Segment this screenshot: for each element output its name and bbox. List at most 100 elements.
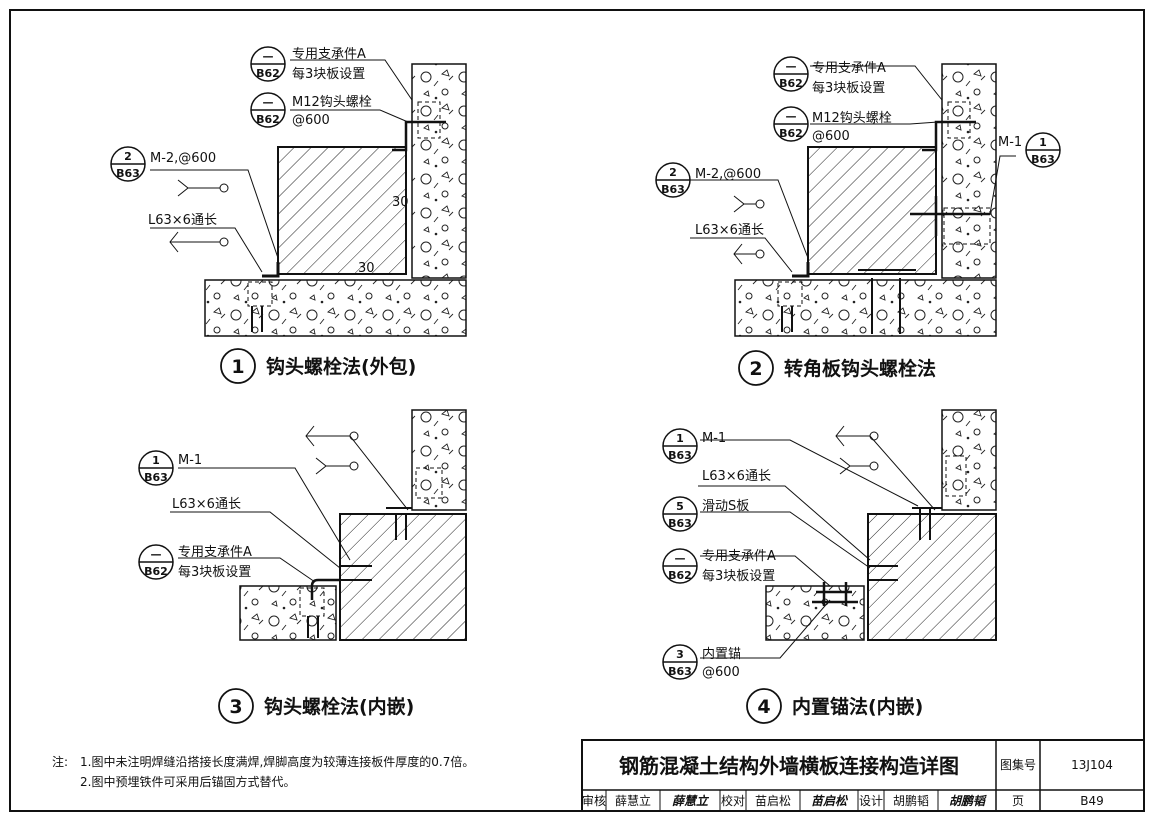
wall-concrete xyxy=(941,409,997,511)
notes: 注: 1.图中未注明焊缝沿搭接长度满焊,焊脚高度为较薄连接板件厚度的0.7倍。 … xyxy=(52,754,474,789)
dim-30: 30 xyxy=(358,261,375,276)
bubble-top: — xyxy=(151,548,162,561)
bubble-bottom: B62 xyxy=(779,127,803,140)
ref-bubble-b62-bracket: — B62 xyxy=(773,56,809,92)
bubble-bottom: B62 xyxy=(779,77,803,90)
reviewer-signature: 薛慧立 xyxy=(672,794,710,808)
bubble-bottom: B63 xyxy=(668,449,692,462)
label-slide-plate: 滑动S板 xyxy=(702,499,749,514)
bracket-a xyxy=(417,101,441,139)
bubble-top: — xyxy=(786,60,797,73)
wall-concrete xyxy=(411,63,467,279)
bubble-bottom: B62 xyxy=(144,565,168,578)
detail-caption: 4 内置锚法(内嵌) xyxy=(746,688,923,724)
cladding-panel xyxy=(867,513,997,641)
ref-bubble-b62: — B62 xyxy=(662,548,698,584)
label-l63: L63×6通长 xyxy=(702,469,771,484)
label-every-3: 每3块板设置 xyxy=(702,568,775,584)
check-label: 校对 xyxy=(721,793,745,808)
ref-bubble-m1: 1 B63 xyxy=(138,450,174,486)
bubble-top: — xyxy=(263,96,274,109)
bubble-bottom: B62 xyxy=(668,569,692,582)
embed-plate xyxy=(247,281,273,307)
label-bracket-a: 专用支承件A xyxy=(178,545,252,560)
label-m12-bolt: M12钩头螺栓 xyxy=(292,95,372,110)
embed-plate xyxy=(299,587,325,617)
checker-signature: 苗启松 xyxy=(811,794,849,808)
embed-plate xyxy=(777,281,803,307)
reviewer-name: 薛慧立 xyxy=(615,793,651,808)
note-line-1: 1.图中未注明焊缝沿搭接长度满焊,焊脚高度为较薄连接板件厚度的0.7倍。 xyxy=(80,754,474,769)
hook-bolt-top xyxy=(386,507,412,540)
drawing-title: 钢筋混凝土结构外墙横板连接构造详图 xyxy=(619,754,959,778)
hook-bolt xyxy=(392,120,446,152)
label-m12-bolt: M12钩头螺栓 xyxy=(812,111,892,126)
bubble-bottom: B62 xyxy=(256,67,280,80)
bubble-bottom: B63 xyxy=(116,167,140,180)
angle-l63 xyxy=(262,262,280,278)
detail-title: 转角板钩头螺栓法 xyxy=(784,357,936,380)
ref-bubble-anchor: 3 B63 xyxy=(662,644,698,680)
detail-2: — B62 — B62 2 B63 1 B63 专用支承件A 每3块板设置 M1… xyxy=(655,56,1061,386)
bubble-top: 1 xyxy=(676,432,684,445)
detail-caption: 3 钩头螺栓法(内嵌) xyxy=(218,688,414,724)
ref-bubble-b62-bolt: — B62 xyxy=(773,106,809,142)
bubble-top: — xyxy=(675,552,686,565)
detail-title: 钩头螺栓法(内嵌) xyxy=(264,695,414,718)
bubble-bottom: B63 xyxy=(144,471,168,484)
ref-bubble-b62: — B62 xyxy=(138,544,174,580)
label-l63: L63×6通长 xyxy=(695,223,764,238)
title-block: 钢筋混凝土结构外墙横板连接构造详图 图集号 13J104 审核 薛慧立 薛慧立 … xyxy=(581,739,1145,812)
corner-plate xyxy=(910,196,990,236)
slab-concrete xyxy=(734,279,997,337)
ref-bubble-m1: 1 B63 xyxy=(1025,132,1061,168)
cladding-panel xyxy=(807,146,937,275)
label-m2: M-2,@600 xyxy=(695,167,761,182)
label-at600: @600 xyxy=(292,113,330,128)
slab-concrete xyxy=(239,585,337,641)
angle-l63 xyxy=(792,262,810,278)
ref-bubble-b62-bolt: — B62 xyxy=(250,92,286,128)
detail-4: 1 B63 5 B63 — B62 3 B63 M-1 L63×6通长 滑动S板… xyxy=(662,409,997,724)
designer-signature: 胡鹏韬 xyxy=(949,794,987,808)
atlas-label: 图集号 xyxy=(1000,757,1036,772)
detail-1: — B62 — B62 2 B63 专用支承件A 每3块板设置 M12钩头螺栓 … xyxy=(110,46,467,384)
anchor-bars xyxy=(858,269,916,334)
design-label: 设计 xyxy=(859,794,883,808)
label-at600: @600 xyxy=(702,665,740,680)
label-m1: M-1 xyxy=(178,453,202,468)
detail-caption: 1 钩头螺栓法(外包) xyxy=(220,348,416,384)
label-l63: L63×6通长 xyxy=(148,213,217,228)
bubble-top: 2 xyxy=(124,150,132,163)
slide-s-plate xyxy=(912,507,942,540)
designer-name: 胡鹏韬 xyxy=(893,794,929,808)
notes-prefix: 注: xyxy=(52,754,68,769)
anchor-bolts xyxy=(868,565,898,581)
bubble-bottom: B63 xyxy=(668,517,692,530)
detail-number: 2 xyxy=(749,358,762,380)
cladding-panel xyxy=(339,513,467,641)
bubble-top: — xyxy=(263,50,274,63)
ref-bubble-b63: 2 B63 xyxy=(655,162,691,198)
sheet-border xyxy=(9,9,1145,812)
bracket-a xyxy=(947,101,971,139)
label-at600: @600 xyxy=(812,129,850,144)
page-number: B49 xyxy=(1080,794,1104,808)
bubble-top: 5 xyxy=(676,500,684,513)
page-label: 页 xyxy=(1012,794,1024,808)
detail-number: 1 xyxy=(231,356,244,378)
detail-3: 1 B63 — B62 M-1 L63×6通长 专用支承件A 每3块板设置 3 … xyxy=(138,409,467,724)
label-bracket-a: 专用支承件A xyxy=(702,549,776,564)
label-every-3: 每3块板设置 xyxy=(292,66,365,82)
cladding-panel xyxy=(277,146,407,275)
label-bracket-a: 专用支承件A xyxy=(812,61,886,76)
dim-30: 30 xyxy=(392,195,409,210)
detail-title: 内置锚法(内嵌) xyxy=(792,695,923,718)
ref-bubble-b62-bracket: — B62 xyxy=(250,46,286,82)
bubble-top: 1 xyxy=(1039,136,1047,149)
built-in-anchor xyxy=(812,582,858,606)
hook-bolt-lower xyxy=(340,565,372,581)
embed-plate-m1 xyxy=(943,207,991,245)
bubble-bottom: B62 xyxy=(256,113,280,126)
bubble-top: — xyxy=(786,110,797,123)
